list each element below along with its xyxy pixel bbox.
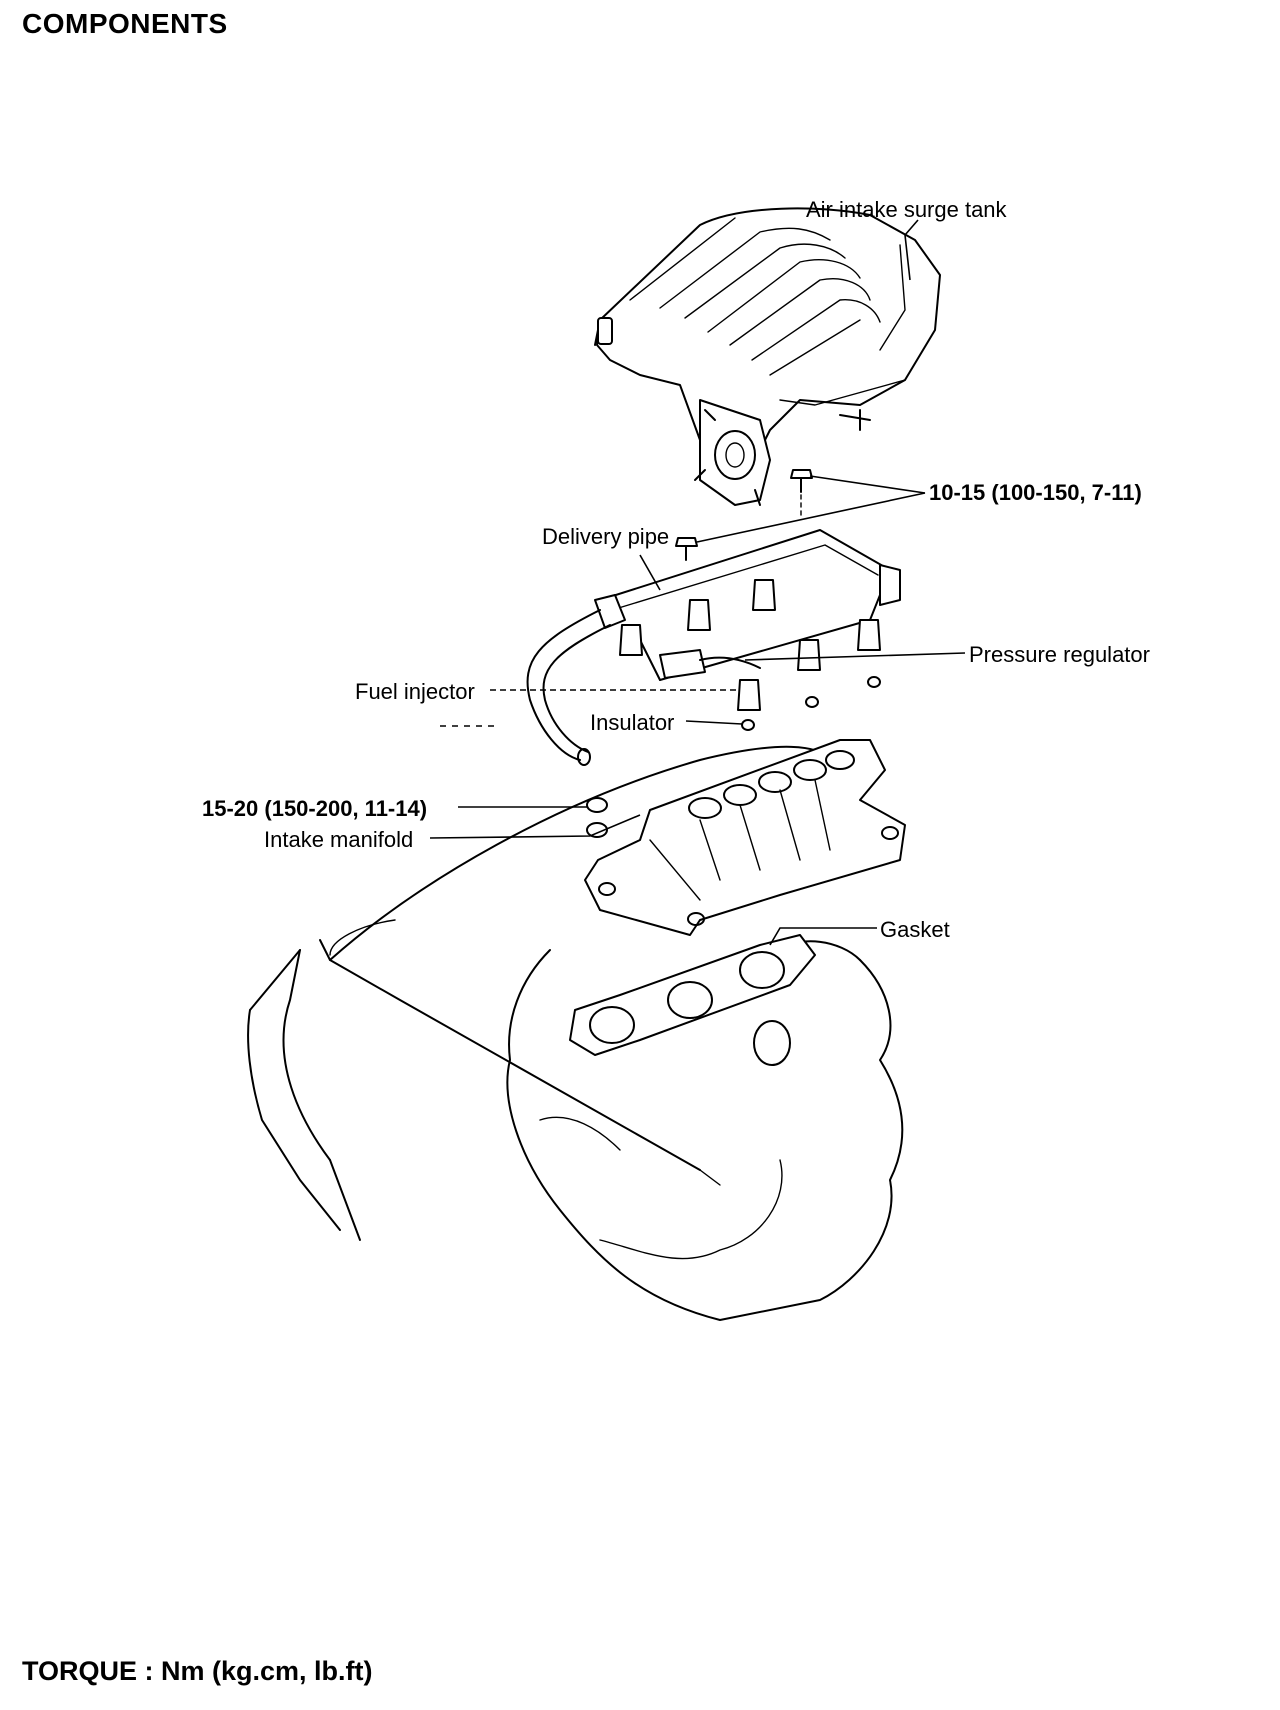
label-fuel-injector: Fuel injector [355, 679, 475, 704]
label-torque-lower: 15-20 (150-200, 11-14) [202, 796, 427, 821]
label-gasket: Gasket [880, 917, 950, 942]
label-surge-tank: Air intake surge tank [806, 197, 1008, 222]
page-title: COMPONENTS [22, 8, 228, 39]
label-pressure-regulator: Pressure regulator [969, 642, 1150, 667]
torque-units-note: TORQUE : Nm (kg.cm, lb.ft) [22, 1656, 373, 1686]
gasket-drawing [569, 934, 816, 1056]
engine-block-drawing [247, 745, 904, 1321]
intake-manifold-drawing [584, 739, 906, 936]
label-torque-upper: 10-15 (100-150, 7-11) [929, 480, 1142, 505]
label-delivery-pipe: Delivery pipe [542, 524, 669, 549]
label-intake-manifold: Intake manifold [264, 827, 413, 852]
leader-lines [429, 219, 966, 946]
upper-bolts-drawing [675, 469, 813, 561]
surge-tank-drawing [594, 207, 941, 506]
delivery-pipe-drawing [526, 529, 901, 766]
label-insulator: Insulator [590, 710, 674, 735]
